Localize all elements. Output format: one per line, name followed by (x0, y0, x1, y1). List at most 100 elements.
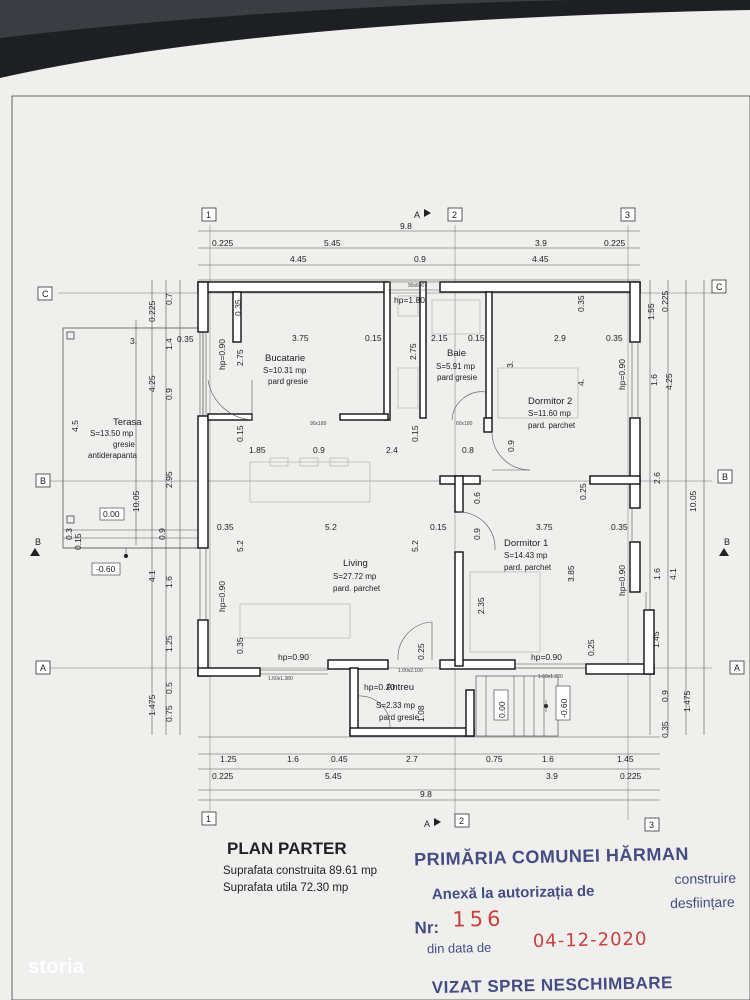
terrace: 0.00 -0.60 3. 4.5 0.3 0.15 Terasa S=13.5… (62, 327, 204, 576)
binder-edge (0, 0, 750, 78)
svg-text:A: A (734, 663, 740, 673)
svg-text:S=13.50 mp: S=13.50 mp (90, 429, 134, 438)
svg-text:Nr:: Nr: (414, 918, 439, 938)
svg-text:2: 2 (452, 210, 457, 220)
svg-text:0.35: 0.35 (177, 334, 194, 344)
svg-text:desființare: desființare (670, 894, 735, 911)
doors-windows (199, 281, 647, 729)
svg-text:0.9: 0.9 (414, 254, 426, 264)
svg-text:4.45: 4.45 (532, 254, 549, 264)
svg-text:0.15: 0.15 (365, 333, 382, 343)
svg-text:3.9: 3.9 (535, 238, 547, 248)
tiny-annotations: 90x180 60x180 1.60x1.380 1.60x1.220 1.00… (268, 283, 563, 682)
svg-text:0.9: 0.9 (313, 445, 325, 455)
svg-text:1.475: 1.475 (147, 694, 157, 716)
svg-text:pard. parchet: pard. parchet (333, 584, 381, 593)
svg-text:2.9: 2.9 (554, 333, 566, 343)
svg-text:B: B (40, 476, 46, 486)
svg-text:0.225: 0.225 (212, 771, 234, 781)
svg-text:1.6: 1.6 (542, 754, 554, 764)
svg-text:1.60x1.220: 1.60x1.220 (538, 674, 563, 680)
svg-text:1.45: 1.45 (617, 754, 634, 764)
svg-text:0.35: 0.35 (235, 637, 245, 654)
room-labels: Bucatarie S=10.31 mp pard gresie Baie S=… (263, 348, 576, 722)
svg-text:10.05: 10.05 (131, 490, 141, 512)
svg-text:2.35: 2.35 (476, 597, 486, 614)
svg-text:S=5.91 mp: S=5.91 mp (436, 362, 475, 371)
svg-text:0.9: 0.9 (157, 528, 167, 540)
svg-text:A: A (424, 819, 430, 829)
storia-watermark: storia (28, 956, 85, 978)
svg-text:0.15: 0.15 (410, 425, 420, 442)
svg-text:1: 1 (206, 210, 211, 220)
svg-text:2.15: 2.15 (431, 333, 448, 343)
svg-text:0.15: 0.15 (73, 533, 83, 550)
svg-text:0.5: 0.5 (164, 682, 174, 694)
svg-text:3.85: 3.85 (566, 565, 576, 582)
svg-text:1.55: 1.55 (646, 303, 656, 320)
handwritten-number: 156 (452, 907, 505, 932)
svg-text:1.475: 1.475 (682, 690, 692, 712)
svg-text:hp=1.80: hp=1.80 (394, 295, 425, 305)
area-built: Suprafata construita 89.61 mp (223, 865, 377, 877)
svg-text:0.00: 0.00 (103, 509, 120, 519)
svg-text:3: 3 (649, 820, 654, 830)
svg-text:1.6: 1.6 (649, 374, 659, 386)
svg-text:4.: 4. (576, 379, 586, 386)
svg-text:0.45: 0.45 (331, 754, 348, 764)
svg-text:S=10.31 mp: S=10.31 mp (263, 366, 307, 375)
svg-text:0.225: 0.225 (212, 238, 234, 248)
svg-text:9.8: 9.8 (420, 789, 432, 799)
svg-text:Dormitor 2: Dormitor 2 (528, 396, 572, 407)
svg-text:4.25: 4.25 (147, 375, 157, 392)
svg-text:0.35: 0.35 (233, 299, 243, 316)
svg-text:0.15: 0.15 (235, 425, 245, 442)
svg-text:Living: Living (343, 558, 368, 569)
svg-text:Terasa: Terasa (113, 417, 142, 428)
svg-text:2.75: 2.75 (235, 349, 245, 366)
svg-text:90x180: 90x180 (310, 421, 327, 427)
svg-text:0.9: 0.9 (164, 388, 174, 400)
svg-text:3: 3 (625, 210, 630, 220)
svg-text:4.5: 4.5 (70, 420, 80, 432)
svg-text:2: 2 (459, 816, 464, 826)
grid-markers: 1 2 3 1 2 3 C C B B A A (35, 207, 745, 832)
svg-text:0.225: 0.225 (147, 300, 157, 322)
svg-text:pard gresie: pard gresie (437, 373, 478, 382)
svg-text:0.15: 0.15 (468, 333, 485, 343)
svg-text:5.45: 5.45 (325, 771, 342, 781)
svg-text:1.6: 1.6 (287, 754, 299, 764)
svg-text:Baie: Baie (447, 348, 466, 359)
area-useful: Suprafata utila 72.30 mp (223, 882, 348, 894)
bottom-dimensions: 1.25 1.6 0.45 2.7 0.75 1.6 1.45 0.225 5.… (212, 754, 642, 799)
svg-text:construire: construire (674, 870, 736, 887)
svg-text:Antreu: Antreu (386, 682, 414, 693)
svg-text:pard. parchet: pard. parchet (504, 563, 552, 572)
svg-text:4.1: 4.1 (668, 568, 678, 580)
svg-text:2.4: 2.4 (386, 445, 398, 455)
svg-text:0.9: 0.9 (506, 440, 516, 452)
svg-text:B: B (724, 537, 730, 547)
svg-text:0.225: 0.225 (604, 238, 626, 248)
svg-text:S=11.60 mp: S=11.60 mp (528, 409, 571, 418)
handwritten-date: 04-12-2020 (533, 929, 648, 952)
svg-text:A: A (414, 210, 420, 220)
svg-text:S=14.43 mp: S=14.43 mp (504, 551, 548, 560)
svg-text:gresie: gresie (113, 440, 135, 449)
svg-text:1.4: 1.4 (164, 338, 174, 350)
svg-text:Bucatarie: Bucatarie (265, 353, 305, 364)
svg-text:0.75: 0.75 (486, 754, 503, 764)
svg-text:hp=0.90: hp=0.90 (617, 565, 627, 596)
svg-text:0.35: 0.35 (576, 295, 586, 312)
svg-text:4.45: 4.45 (290, 254, 307, 264)
svg-text:S=2.33 mp: S=2.33 mp (376, 701, 415, 710)
svg-text:0.7: 0.7 (164, 293, 174, 305)
svg-text:hp=0.90: hp=0.90 (617, 359, 627, 390)
svg-text:S=27.72 mp: S=27.72 mp (333, 572, 377, 581)
svg-text:hp=0.90: hp=0.90 (217, 339, 227, 370)
svg-text:0.35: 0.35 (611, 522, 628, 532)
svg-text:1.85: 1.85 (249, 445, 266, 455)
sheet-border (11, 95, 750, 1000)
svg-text:C: C (42, 289, 49, 299)
